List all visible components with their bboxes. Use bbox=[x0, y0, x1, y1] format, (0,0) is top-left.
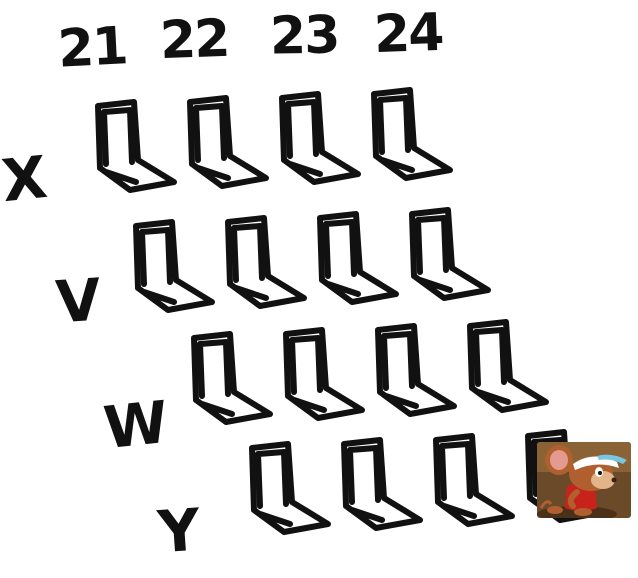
chair-V-24 bbox=[409, 207, 491, 301]
mouse-icon bbox=[537, 442, 631, 518]
chair-Y-22 bbox=[341, 437, 423, 531]
chair-V-23 bbox=[317, 211, 399, 305]
chair-V-21 bbox=[133, 219, 215, 313]
chair-Y-23 bbox=[433, 433, 515, 527]
chair-X-22 bbox=[187, 95, 269, 189]
chair-W-21 bbox=[191, 331, 273, 425]
chair-X-23 bbox=[279, 91, 361, 185]
mouse-occupant-image bbox=[537, 442, 631, 518]
chair-X-21 bbox=[95, 99, 177, 193]
chair-W-24 bbox=[467, 319, 549, 413]
chair-Y-24 bbox=[525, 429, 607, 523]
chair-Y-21 bbox=[249, 441, 331, 535]
chair-X-24 bbox=[371, 87, 453, 181]
chair-W-23 bbox=[375, 323, 457, 417]
chair-V-22 bbox=[225, 215, 307, 309]
chair-W-22 bbox=[283, 327, 365, 421]
